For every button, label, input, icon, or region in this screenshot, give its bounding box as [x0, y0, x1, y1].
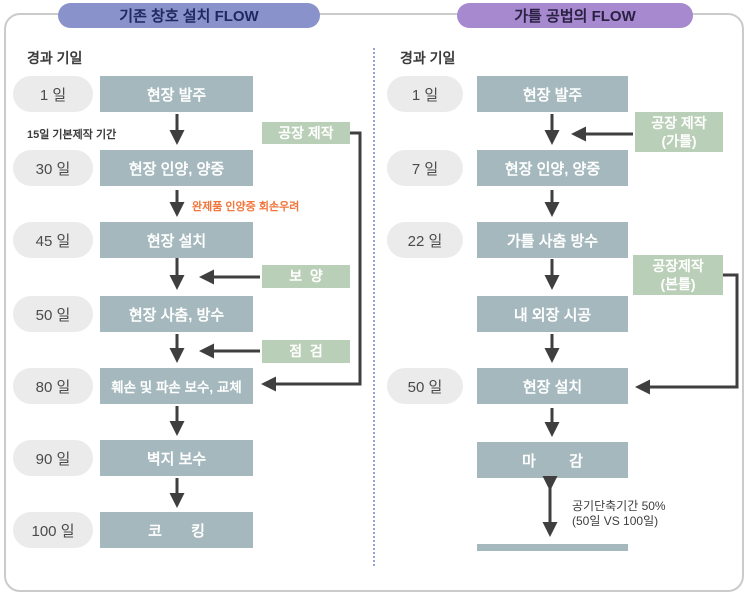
right-factory-main-frame-box: 공장제작 (본틀) [633, 255, 723, 295]
right-day-pill-22: 22 일 [387, 222, 463, 258]
left-production-period-note: 15일 기본제작 기간 [27, 129, 117, 141]
right-elapsed-days-label: 경과 기일 [400, 50, 456, 66]
right-step-site-order: 현장 발주 [477, 76, 628, 112]
left-step-site-order: 현장 발주 [100, 76, 253, 112]
left-inspection-box: 점 검 [262, 340, 350, 363]
left-step-site-install: 현장 설치 [100, 222, 253, 258]
center-divider-dotted-line [373, 48, 375, 566]
right-factory-main-line1: 공장제작 [652, 257, 704, 274]
right-factory-temp-line1: 공장 제작 [651, 114, 707, 131]
left-day-pill-90: 90 일 [13, 440, 93, 476]
left-day-pill-45: 45 일 [13, 222, 93, 258]
left-day-pill-30: 30 일 [13, 150, 93, 186]
right-step-frame-waterproof: 가틀 사춤 방수 [477, 222, 628, 258]
right-day-pill-7: 7 일 [387, 150, 463, 186]
right-step-site-lifting: 현장 인양, 양중 [477, 150, 628, 186]
left-step-wallpaper-repair: 벽지 보수 [100, 440, 253, 476]
duration-saving-note-line1: 공기단축기간 50% [572, 499, 666, 513]
left-flow-title: 기존 창호 설치 FLOW [58, 3, 320, 28]
left-warning-note: 완제품 인양중 회손우려 [192, 201, 300, 213]
left-day-pill-50: 50 일 [13, 296, 93, 332]
left-protection-box: 보 양 [262, 265, 350, 288]
right-day-pill-1: 1 일 [387, 76, 463, 112]
right-factory-temp-frame-box: 공장 제작 (가틀) [635, 112, 723, 152]
right-step-interior-exterior: 내 외장 시공 [477, 296, 628, 332]
right-end-marker-bar [477, 544, 628, 551]
right-factory-temp-line2: (가틀) [661, 133, 697, 149]
left-day-pill-100: 100 일 [13, 512, 93, 548]
left-step-damage-repair: 훼손 및 파손 보수, 교체 [100, 368, 253, 404]
left-day-pill-80: 80 일 [13, 368, 93, 404]
duration-saving-note-line2: (50일 VS 100일) [572, 514, 659, 528]
right-step-site-install: 현장 설치 [477, 368, 628, 404]
left-step-site-lifting: 현장 인양, 양중 [100, 150, 253, 186]
right-step-finishing: 마 감 [477, 442, 628, 478]
left-elapsed-days-label: 경과 기일 [27, 50, 83, 66]
left-step-caulking: 코 킹 [100, 512, 253, 548]
right-factory-main-line2: (본틀) [660, 276, 696, 292]
right-day-pill-50: 50 일 [387, 368, 463, 404]
left-factory-production-box: 공장 제작 [262, 122, 350, 144]
right-flow-title: 가틀 공법의 FLOW [457, 3, 693, 28]
left-step-grouting-waterproof: 현장 사춤, 방수 [100, 296, 253, 332]
left-day-pill-1: 1 일 [13, 76, 93, 112]
